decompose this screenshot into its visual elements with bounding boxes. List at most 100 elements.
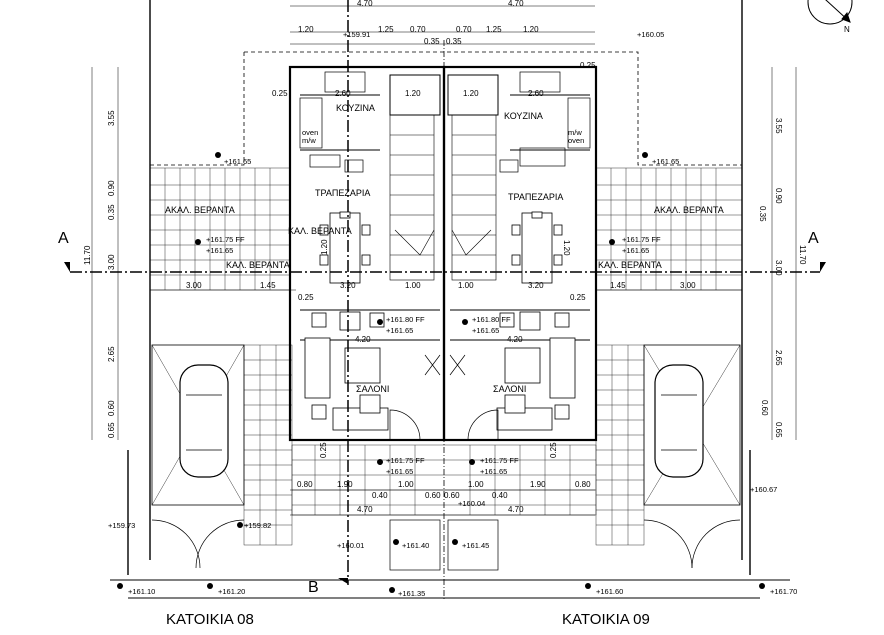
level-living-left: +161.65 — [386, 326, 413, 335]
dim-mid-left-300: 3.00 — [186, 281, 202, 290]
dim-top-2: 1.25 — [378, 25, 394, 34]
dim-mid-right-120: 1.20 — [562, 240, 571, 256]
level-entry-left-ff: +161.75 FF — [386, 456, 425, 465]
level-top-left: +159.91 — [343, 30, 370, 39]
dim-side-d-left: 3.00 — [107, 254, 116, 270]
level-left-drive: +159.73 — [108, 521, 135, 530]
room-veranda-right: ΑΚΑΛ. ΒΕΡΑΝΤΑ — [654, 205, 724, 215]
house-title-left: ΚΑΤΟΙΚΙΑ 08 — [166, 611, 254, 628]
dim-side-b-left: 0.90 — [107, 180, 116, 196]
level-front-b: +161.20 — [218, 587, 245, 596]
dim-mid-left-320: 3.20 — [340, 281, 356, 290]
level-entry-left: +161.65 — [386, 467, 413, 476]
dim-side-d-right: 3.00 — [774, 260, 783, 276]
carport-left — [151, 344, 245, 506]
doors — [289, 285, 597, 441]
room-living-right: ΣΑΛΟΝΙ — [493, 384, 526, 394]
section-label-b: B — [308, 579, 319, 596]
room-covered-veranda-right: ΚΑΛ. ΒΕΡΑΝΤΑ — [598, 260, 662, 270]
dim-bottom-3: 1.00 — [398, 480, 414, 489]
room-covered-veranda-left: ΚΑΛ. ΒΕΡΑΝΤΑ — [288, 226, 352, 236]
dim-top-mid: 0.35 — [424, 37, 440, 46]
dim-bottom-4: 0.60 — [425, 491, 441, 500]
dim-bottom-8: 0.80 — [575, 480, 591, 489]
level-veranda-left: +161.65 — [224, 157, 251, 166]
dim-kitchen-d: 2.60 — [528, 89, 544, 98]
dim-bottom-6: 1.00 — [468, 480, 484, 489]
dim-top-total-left: 4.70 — [357, 0, 373, 8]
dim-mid-right-300: 3.00 — [680, 281, 696, 290]
room-kitchen-right: ΚΟΥΖΙΝΑ — [504, 111, 543, 121]
dim-side-e-left: 2.65 — [107, 346, 116, 362]
dim-side-a-left: 3.55 — [107, 110, 116, 126]
level-veranda-right: +161.65 — [652, 157, 679, 166]
dim-bottom-right-025: 0.25 — [549, 442, 558, 458]
dim-kitchen-c: 1.20 — [463, 89, 479, 98]
dim-mid-left-145: 1.45 — [260, 281, 276, 290]
dim-mid-right-025: 0.25 — [570, 293, 586, 302]
dim-side-c-right: 0.35 — [758, 206, 767, 222]
dim-mid-right-100: 1.00 — [458, 281, 474, 290]
dim-mid-right-420: 4.20 — [507, 335, 523, 344]
dim-upper-right: 0.25 — [580, 61, 596, 70]
stairs-left — [389, 114, 435, 281]
dim-mid-right-145: 1.45 — [610, 281, 626, 290]
level-living-right-ff: +161.80 FF — [472, 315, 511, 324]
dim-side-g-left: 0.65 — [107, 422, 116, 438]
dim-side-g-right: 0.65 — [774, 422, 783, 438]
section-arrow-a-right — [820, 262, 826, 272]
level-path-left: +160.01 — [337, 541, 364, 550]
level-gate-left: +161.40 — [402, 541, 429, 550]
room-dining-right: ΤΡΑΠΕΖΑΡΙΑ — [508, 192, 563, 202]
level-front-a: +161.10 — [128, 587, 155, 596]
room-covered-veranda-left-2: ΚΑΛ. ΒΕΡΑΝΤΑ — [226, 260, 290, 270]
room-living-left: ΣΑΛΟΝΙ — [356, 384, 389, 394]
living-furniture-left — [304, 311, 389, 431]
north-arrow-icon — [807, 0, 853, 25]
dim-bottom-1: 0.80 — [297, 480, 313, 489]
dim-kitchen-a: 2.60 — [335, 89, 351, 98]
section-label-a-right: A — [808, 230, 819, 247]
dim-side-c-left: 0.35 — [107, 204, 116, 220]
level-covered-left: +161.65 — [206, 246, 233, 255]
section-label-a-left: A — [58, 230, 69, 247]
dim-side-a-right: 3.55 — [774, 118, 783, 134]
dim-side-b-right: 0.90 — [774, 188, 783, 204]
level-front-c: +161.35 — [398, 589, 425, 598]
level-covered-left-ff: +161.75 FF — [206, 235, 245, 244]
dim-bottom-left-470: 4.70 — [357, 505, 373, 514]
dim-mid-left-420: 4.20 — [355, 335, 371, 344]
dim-side-total-right: 11.70 — [798, 245, 807, 265]
section-arrow-a-left — [64, 262, 70, 272]
level-path-center: +160.04 — [458, 499, 485, 508]
dim-top-1: 1.20 — [298, 25, 314, 34]
dim-top-5: 1.25 — [486, 25, 502, 34]
dim-mid-left-025: 0.25 — [298, 293, 314, 302]
stairs-right — [451, 114, 497, 281]
dimension-lines — [91, 5, 797, 516]
dim-bottom-small-left: 0.40 — [372, 491, 388, 500]
room-dining-left: ΤΡΑΠΕΖΑΡΙΑ — [315, 188, 370, 198]
dim-top-6: 1.20 — [523, 25, 539, 34]
level-front-e: +161.70 — [770, 587, 797, 596]
level-covered-right-ff: +161.75 FF — [622, 235, 661, 244]
gates — [151, 519, 741, 571]
room-kitchen-left: ΚΟΥΖΙΝΑ — [336, 103, 375, 113]
living-furniture-right — [496, 311, 576, 431]
level-entry-right: +161.65 — [480, 467, 507, 476]
carport-right — [643, 344, 741, 506]
dim-bottom-7: 1.90 — [530, 480, 546, 489]
level-living-right: +161.65 — [472, 326, 499, 335]
level-front-d: +161.60 — [596, 587, 623, 596]
dim-mid-right-320: 3.20 — [528, 281, 544, 290]
level-top: +160.05 — [637, 30, 664, 39]
dim-mid-left-100: 1.00 — [405, 281, 421, 290]
dim-bottom-left-025: 0.25 — [319, 442, 328, 458]
dim-top-total-right: 4.70 — [508, 0, 524, 8]
kitchen-fittings — [299, 71, 591, 173]
dim-bottom-5: 0.60 — [444, 491, 460, 500]
level-entry-right-ff: +161.75 FF — [480, 456, 519, 465]
